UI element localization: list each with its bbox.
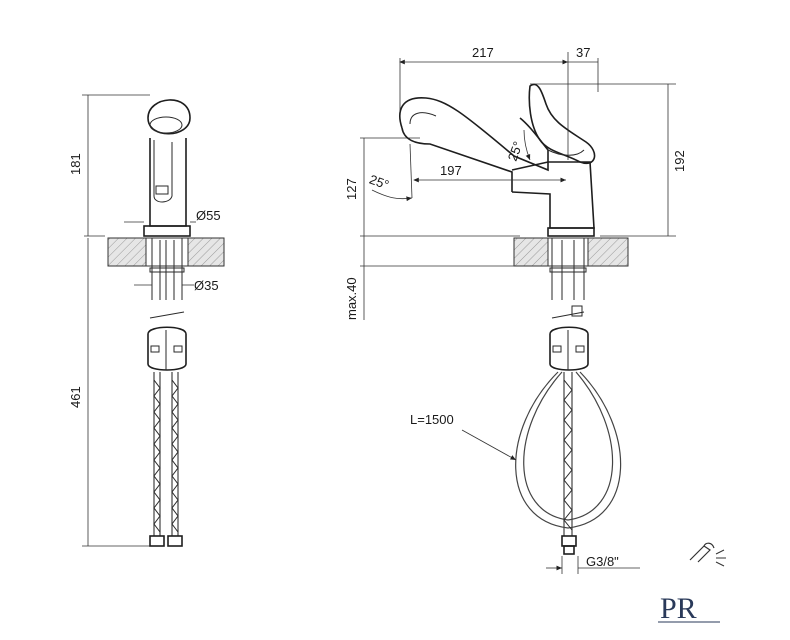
dim-label-angle-lever: 25°	[505, 139, 526, 163]
braided-hoses-left	[149, 372, 183, 547]
dim-label-37: 37	[576, 45, 590, 60]
brand-logo: PR	[658, 592, 720, 625]
side-view: 217 37 192 127 197 25° 25°	[344, 45, 687, 574]
hose-coupling-left	[147, 326, 187, 371]
svg-text:PR: PR	[660, 592, 697, 625]
dim-label-thread: G3/8"	[586, 554, 619, 569]
dim-label-461: 461	[68, 386, 83, 408]
dim-label-127: 127	[344, 178, 359, 200]
dim-label-diameter-55: Ø55	[196, 208, 221, 223]
front-view: 181 461 Ø55 Ø35	[68, 94, 225, 547]
dim-label-197: 197	[440, 163, 462, 178]
dim-label-192: 192	[672, 150, 687, 172]
dim-label-217: 217	[472, 45, 494, 60]
base-ring	[143, 225, 191, 237]
dim-label-hose-length: L=1500	[410, 412, 454, 427]
dim-label-max40: max.40	[344, 277, 359, 320]
pull-out-hose-loop	[515, 371, 622, 529]
faucet-body	[149, 138, 187, 227]
hose-coupling-right	[549, 326, 589, 371]
spray-head-icon	[689, 542, 726, 567]
lever-handle	[528, 83, 596, 165]
dim-label-angle-spout: 25°	[367, 172, 391, 193]
faucet-body-side	[511, 161, 595, 229]
dim-label-181: 181	[68, 153, 83, 175]
dim-label-diameter-35: Ø35	[194, 278, 219, 293]
